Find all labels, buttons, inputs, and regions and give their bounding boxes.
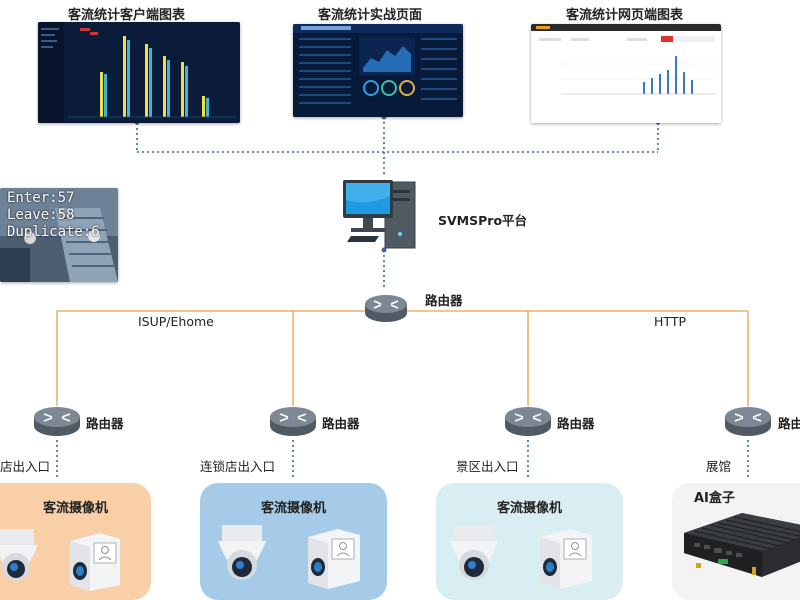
branch-router-icon: [504, 405, 552, 437]
dome-camera-icon: [218, 525, 360, 589]
branch-router-icon: [269, 405, 317, 437]
platform-label: SVMSPro平台: [438, 213, 528, 228]
face-capture-camera-icon: [308, 529, 360, 589]
zone-exhibition-hall: AI盒子: [672, 483, 800, 600]
branch-router-icon: [724, 405, 772, 437]
realtime-dashboard-screenshot: [293, 24, 463, 117]
core-router-icon: [364, 293, 408, 323]
site-label: 店出入口: [0, 459, 51, 474]
branch-router-label: 路由器: [322, 416, 360, 431]
dome-camera-icon: [0, 529, 120, 591]
zone-chain-store-entrance: 客流摄像机: [200, 483, 387, 600]
device-title: AI盒子: [694, 491, 735, 506]
web-chart-screenshot: [531, 24, 721, 123]
branch-router-label: 路由器: [557, 416, 595, 431]
protocol-label-isup: ISUP/Ehome: [138, 314, 214, 329]
zone-scenic-entrance: 客流摄像机: [436, 483, 623, 600]
realtime-page-title: 客流统计实战页面: [318, 8, 423, 23]
site-label: 景区出入口: [456, 459, 519, 474]
ai-box-icon: [684, 513, 800, 577]
face-capture-camera-icon: [540, 529, 592, 589]
device-title: 客流摄像机: [42, 501, 108, 516]
core-router-label: 路由器: [425, 293, 463, 308]
client-chart-screenshot: [38, 22, 240, 123]
people-counter-camera-view: Enter:57 Leave:58 Duplicate:6: [0, 188, 118, 282]
client-chart-title: 客流统计客户端图表: [68, 8, 186, 23]
enter-count: Enter:57: [7, 190, 75, 206]
duplicate-count: Duplicate:6: [7, 224, 100, 240]
branch-router-icon: [33, 405, 81, 437]
platform-computer-icon: [341, 178, 431, 253]
site-label: 连锁店出入口: [200, 459, 276, 474]
face-capture-camera-icon: [70, 533, 120, 591]
protocol-label-http: HTTP: [654, 314, 686, 329]
zone-store-entrance: 客流摄像机: [0, 483, 151, 600]
leave-count: Leave:58: [7, 207, 75, 223]
web-chart-title: 客流统计网页端图表: [566, 8, 684, 23]
device-title: 客流摄像机: [260, 501, 326, 516]
device-title: 客流摄像机: [496, 501, 562, 516]
site-label: 展馆: [706, 459, 732, 474]
branch-router-label: 路由: [778, 416, 800, 431]
branch-router-label: 路由器: [86, 416, 124, 431]
dome-camera-icon: [450, 525, 592, 589]
